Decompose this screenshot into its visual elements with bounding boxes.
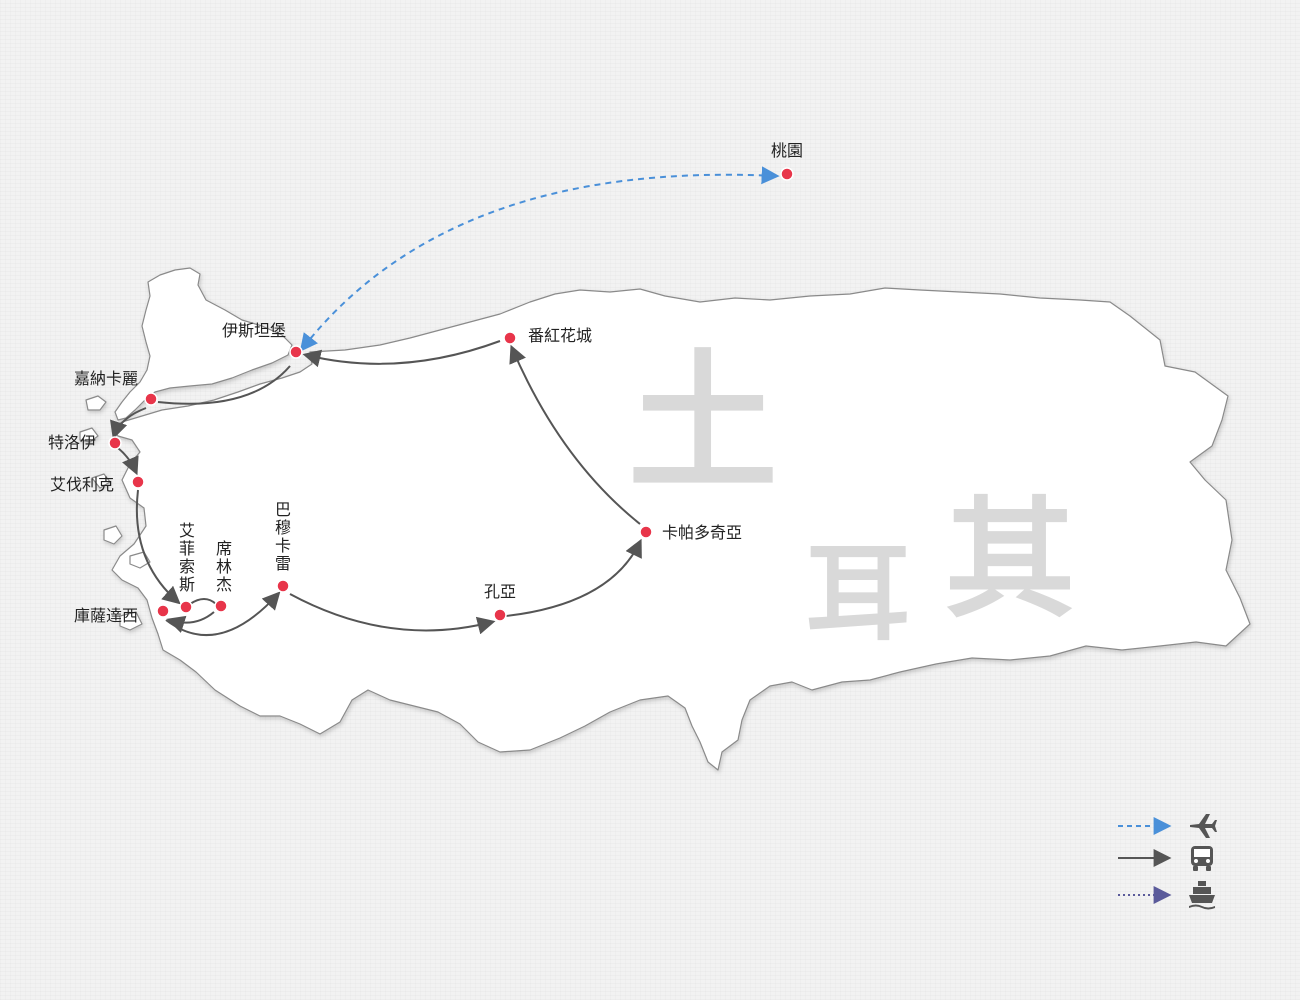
marker-cappadocia[interactable]: [639, 525, 653, 539]
label-troy: 特洛伊: [48, 433, 96, 452]
city-labels: 桃園 伊斯坦堡 番紅花城 嘉納卡麗 特洛伊 艾伐利克 庫薩達西 孔亞 卡帕多奇亞…: [48, 141, 803, 625]
land-mass: [79, 267, 1251, 771]
label-sirince: 席林杰: [216, 539, 232, 594]
legend-item-flight: [1118, 814, 1217, 838]
label-ayvalik: 艾伐利克: [50, 475, 114, 494]
ship-icon: [1189, 881, 1215, 910]
marker-troy[interactable]: [108, 436, 122, 450]
legend-item-bus: [1118, 846, 1213, 871]
marker-istanbul[interactable]: [289, 345, 303, 359]
marker-sirince[interactable]: [214, 599, 228, 613]
marker-safranbolu[interactable]: [503, 331, 517, 345]
island: [85, 395, 107, 411]
routes: [110, 166, 780, 636]
label-taoyuan: 桃園: [771, 141, 803, 160]
route-safranbolu-istanbul: [302, 340, 501, 368]
marker-ephesus[interactable]: [179, 600, 193, 614]
anatolia-region: [111, 287, 1251, 771]
route-cappadocia-safranbolu: [509, 344, 641, 525]
legend: [1118, 814, 1217, 910]
route-ayvalik-ephesus: [135, 489, 181, 605]
label-pamukkale: 巴穆卡雷: [275, 500, 291, 573]
label-safranbolu: 番紅花城: [528, 326, 592, 345]
route-istanbul-canakkale: [157, 365, 291, 405]
route-kusadasi-pamukkale: [165, 591, 281, 636]
label-canakkale: 嘉納卡麗: [74, 369, 138, 388]
legend-item-ship: [1118, 881, 1215, 910]
thrace-region: [114, 267, 293, 421]
country-title: 土 耳 其: [628, 337, 1075, 655]
route-sirince-kusadasi: [166, 611, 215, 633]
title-char-3: 其: [945, 484, 1075, 636]
city-markers: [108, 167, 794, 622]
island: [103, 525, 123, 545]
label-istanbul: 伊斯坦堡: [222, 321, 286, 340]
label-konya: 孔亞: [484, 582, 516, 601]
island: [119, 611, 143, 631]
marker-taoyuan[interactable]: [780, 167, 794, 181]
label-kusadasi: 庫薩達西: [74, 606, 138, 625]
label-ephesus: 艾菲索斯: [179, 521, 195, 594]
airplane-icon: [1190, 814, 1217, 838]
route-troy-ayvalik: [117, 447, 139, 476]
island: [79, 427, 99, 443]
island: [91, 473, 111, 489]
title-char-1: 土: [628, 337, 778, 511]
marker-ayvalik[interactable]: [131, 475, 145, 489]
bus-icon: [1191, 846, 1213, 871]
route-ephesus-sirince: [189, 598, 217, 605]
marker-konya[interactable]: [493, 608, 507, 622]
route-canakkale-troy: [110, 407, 147, 440]
label-cappadocia: 卡帕多奇亞: [662, 523, 742, 542]
marker-canakkale[interactable]: [144, 392, 158, 406]
title-char-2: 耳: [805, 533, 910, 655]
route-pamukkale-konya: [289, 593, 496, 635]
route-konya-cappadocia: [505, 538, 642, 617]
marker-kusadasi[interactable]: [156, 604, 170, 618]
marker-pamukkale[interactable]: [276, 579, 290, 593]
